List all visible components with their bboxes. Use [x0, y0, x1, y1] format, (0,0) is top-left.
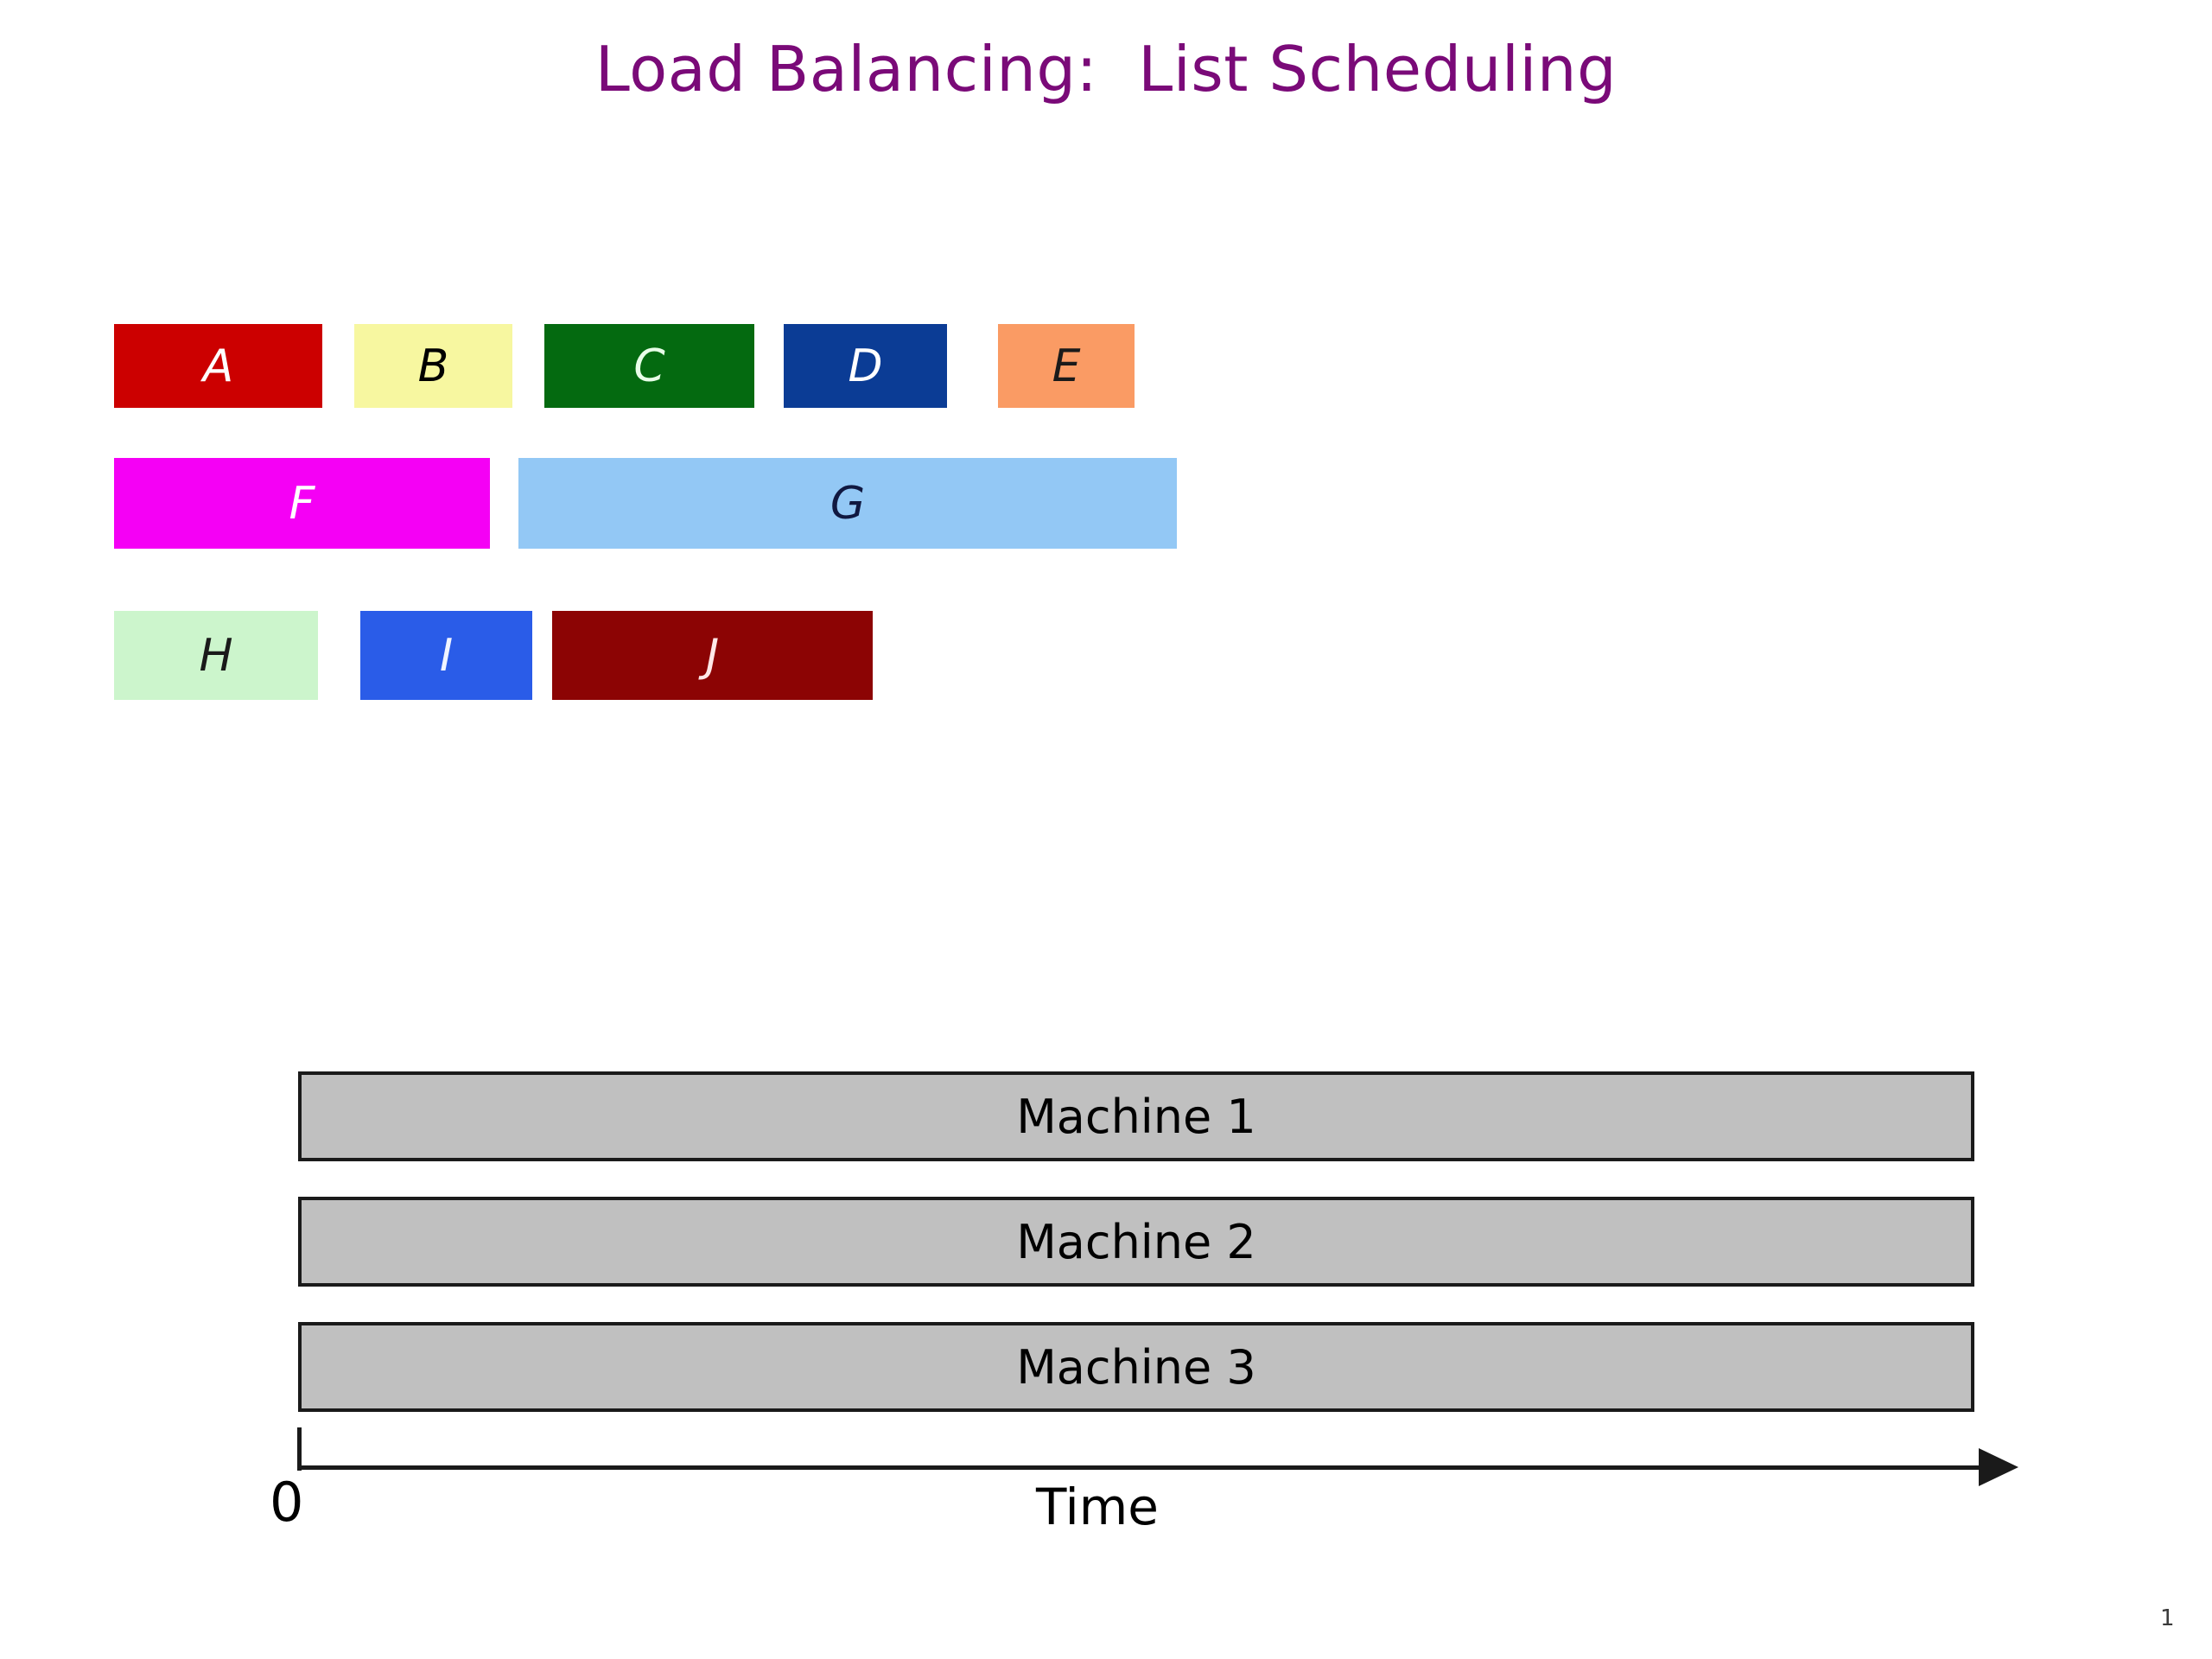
job-bar-a[interactable]: A — [114, 324, 322, 408]
time-axis-label: Time — [1036, 1478, 1159, 1536]
page-number: 1 — [2160, 1605, 2175, 1631]
job-bar-e[interactable]: E — [998, 324, 1135, 408]
job-bar-f[interactable]: F — [114, 458, 490, 549]
job-bar-h[interactable]: H — [114, 611, 318, 700]
time-axis-line — [298, 1465, 1983, 1470]
page-title: Load Balancing: List Scheduling — [594, 33, 1618, 105]
machine-bar-2[interactable]: Machine 2 — [298, 1197, 1974, 1287]
time-axis-origin-tick — [297, 1427, 302, 1471]
job-bar-j[interactable]: J — [552, 611, 873, 700]
time-axis-origin-label: 0 — [270, 1471, 304, 1534]
job-bar-i[interactable]: I — [360, 611, 532, 700]
time-axis-arrow-icon — [1979, 1448, 2018, 1486]
machine-bar-1[interactable]: Machine 1 — [298, 1071, 1974, 1161]
job-bar-g[interactable]: G — [518, 458, 1177, 549]
job-bar-c[interactable]: C — [544, 324, 754, 408]
machine-bar-3[interactable]: Machine 3 — [298, 1322, 1974, 1412]
job-bar-d[interactable]: D — [784, 324, 947, 408]
job-bar-b[interactable]: B — [354, 324, 512, 408]
